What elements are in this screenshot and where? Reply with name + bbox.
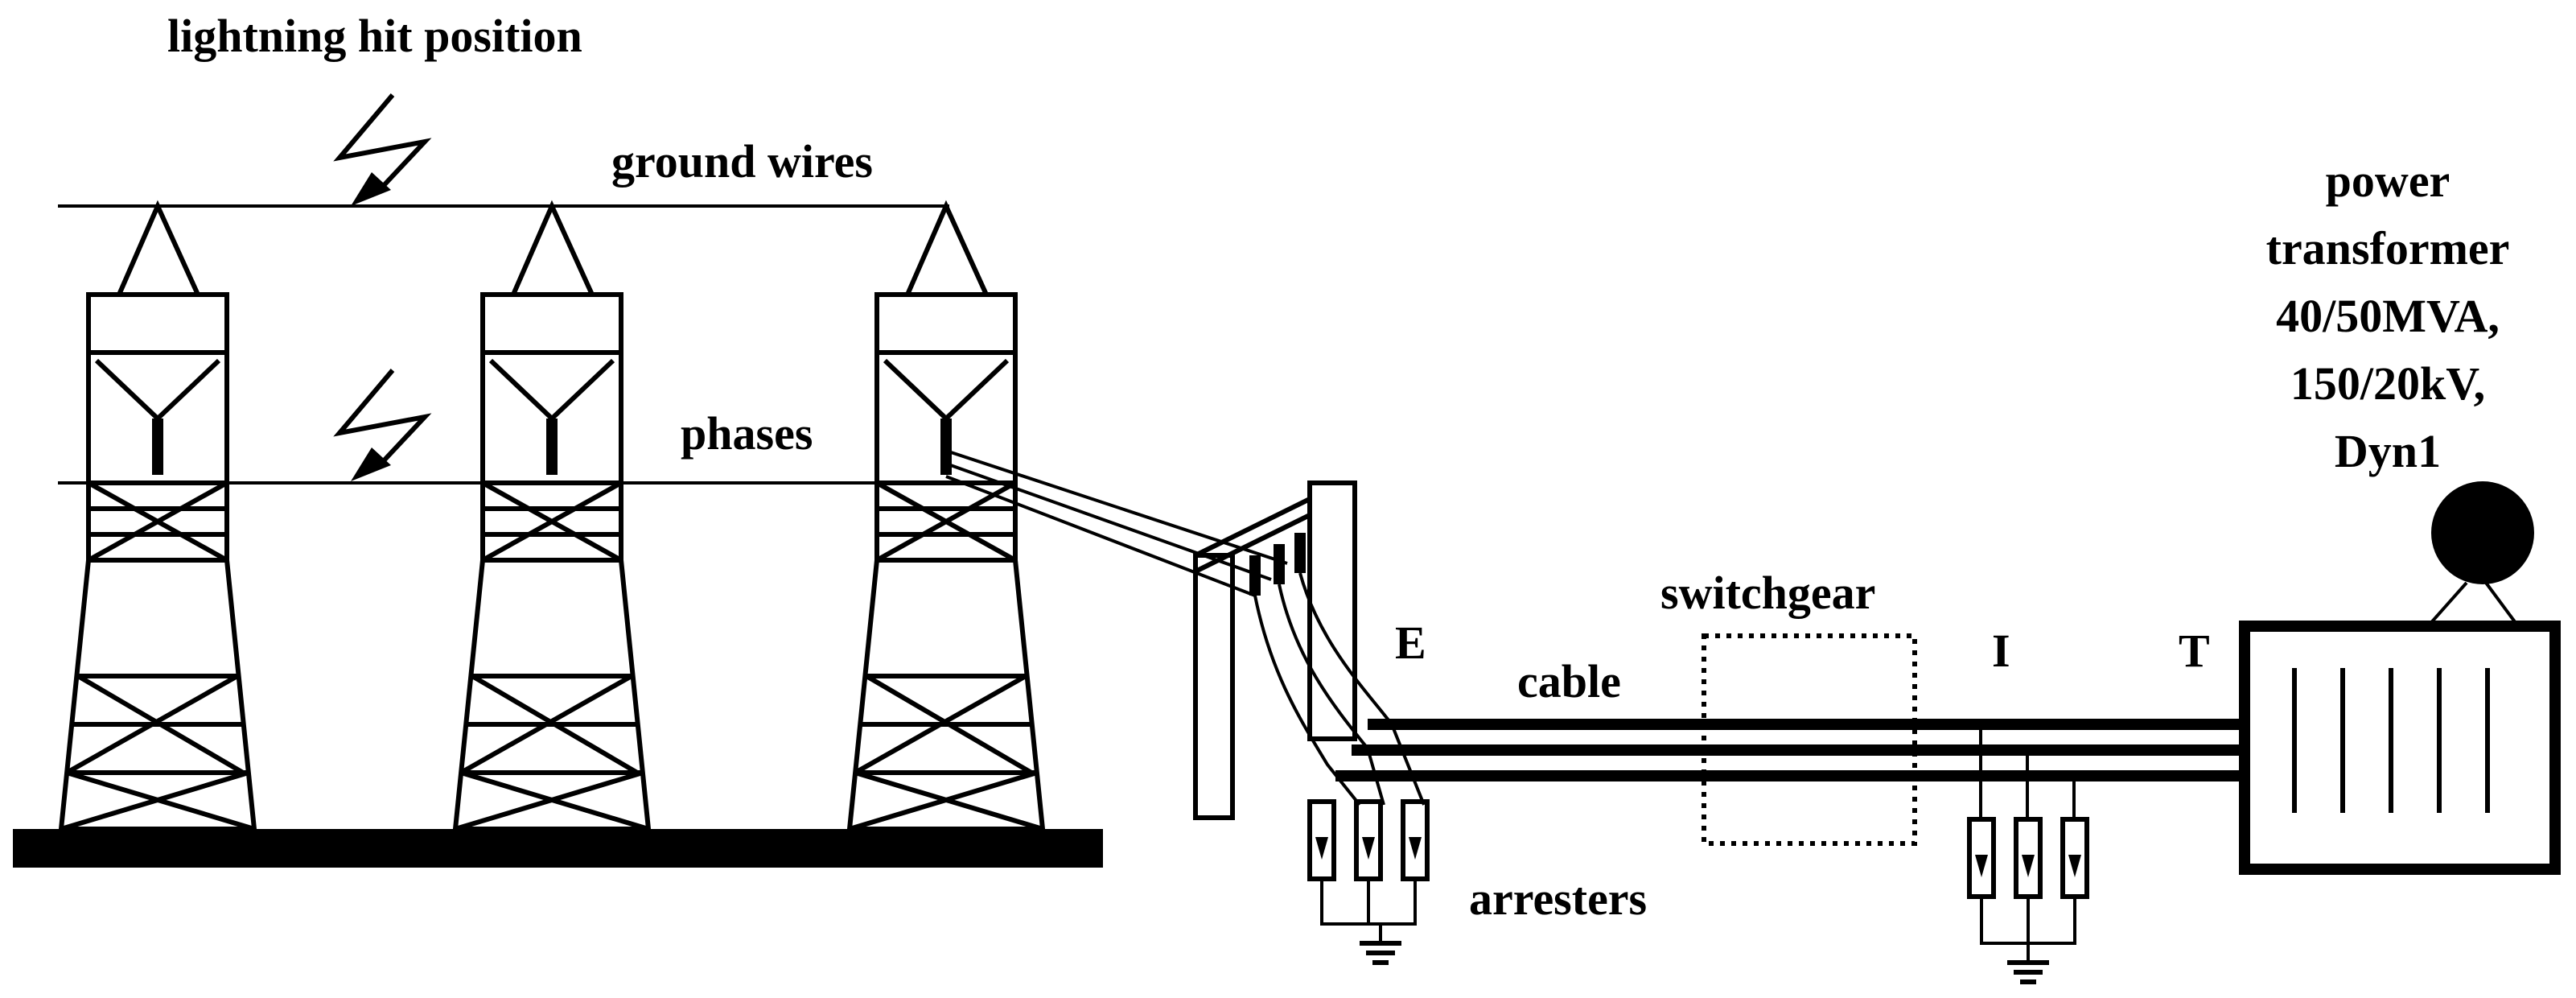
label-ground-wires: ground wires	[611, 135, 873, 188]
switchgear-box	[1702, 633, 1917, 846]
transmission-tower-2	[452, 200, 652, 831]
svg-text:150/20kV,: 150/20kV,	[2290, 357, 2485, 410]
label-E: E	[1395, 617, 1426, 669]
label-lightning-hit-position: lightning hit position	[167, 10, 582, 62]
label-arresters: arresters	[1469, 872, 1647, 925]
power-cables	[1335, 719, 2245, 781]
power-transformer	[2239, 481, 2561, 875]
label-T: T	[2179, 625, 2210, 677]
label-switchgear: switchgear	[1660, 567, 1875, 619]
arresters-i	[1967, 724, 2089, 984]
svg-text:40/50MVA,: 40/50MVA,	[2276, 290, 2500, 342]
transmission-tower-1	[58, 200, 257, 831]
terminal-gantry	[1193, 480, 1357, 820]
arresters-e	[1307, 799, 1430, 965]
overhead-line-to-gantry	[945, 449, 1288, 597]
ground-plane	[13, 829, 1103, 868]
label-transformer: power transformer 40/50MVA, 150/20kV, Dy…	[2266, 155, 2510, 477]
label-cable: cable	[1517, 655, 1621, 707]
conservator-tank	[2431, 481, 2534, 584]
gantry-drops	[1253, 572, 1426, 806]
transmission-tower-3	[846, 200, 1046, 831]
svg-text:transformer: transformer	[2266, 222, 2510, 274]
lightning-bolt-icon	[333, 93, 432, 206]
label-phases: phases	[681, 407, 813, 460]
svg-text:Dyn1: Dyn1	[2335, 425, 2441, 477]
svg-text:power: power	[2326, 155, 2450, 207]
lightning-bolt-icon	[333, 369, 432, 481]
label-I: I	[1992, 625, 2010, 677]
